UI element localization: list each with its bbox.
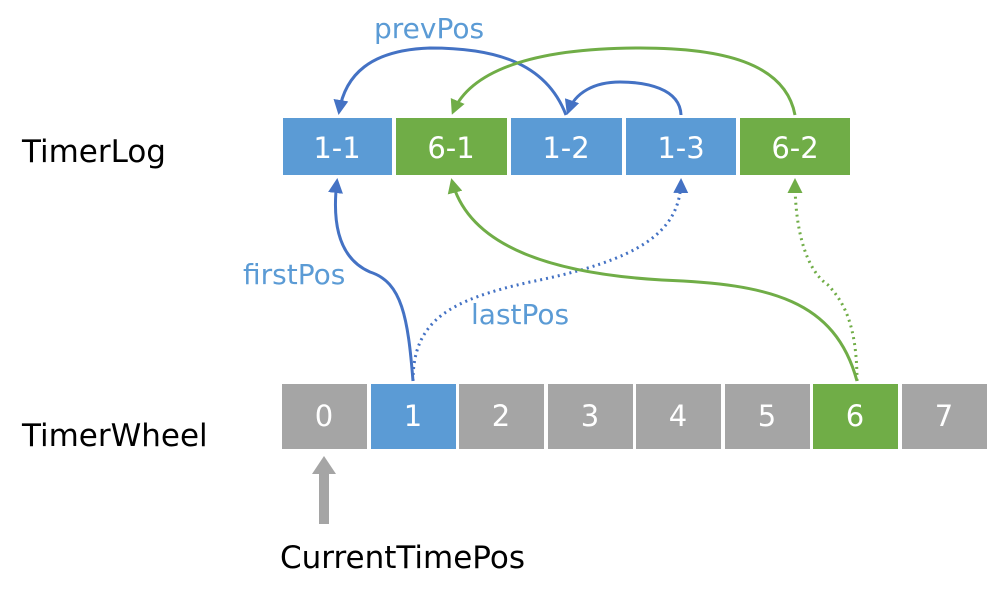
current-time-pos-label: CurrentTimePos: [280, 540, 525, 576]
wheel-slot-0: 0: [315, 399, 333, 433]
wheel-slot-0-bg: [280, 382, 369, 451]
first-pos-label: firstPos: [243, 258, 345, 291]
last-pos-label: lastPos: [471, 298, 569, 331]
wheel-slot-1-bg: [369, 382, 458, 451]
log-cell-1-1: 1-1: [313, 131, 360, 165]
log-cell-6-2-bg: [738, 116, 852, 177]
wheel-slot-1: 1: [404, 399, 422, 433]
prev-pos-arrow-6-2: [450, 46, 797, 116]
timer-log-label: TimerLog: [21, 134, 166, 170]
wheel-slot-7: 7: [935, 399, 953, 433]
log-cell-6-1-bg: [394, 116, 509, 177]
log-cell-1-3-bg: [624, 116, 738, 177]
wheel-slot-6-bg: [811, 382, 900, 451]
wheel-slot-2-bg: [457, 382, 546, 451]
wheel-slot-4-bg: [634, 382, 723, 451]
log-cell-1-1-bg: [281, 116, 394, 177]
wheel-slot-6: 6: [846, 399, 864, 433]
wheel-slot-3-bg: [546, 382, 635, 451]
log-cell-6-2: 6-2: [771, 131, 818, 165]
slot6-last-arrow: [787, 178, 859, 382]
log-cell-1-2-bg: [509, 116, 624, 177]
first-pos-arrow: [328, 178, 415, 382]
log-cell-6-1: 6-1: [427, 131, 474, 165]
timer-wheel-row: 0 1 2 3 4 5 6 7: [280, 382, 989, 451]
wheel-slot-3: 3: [581, 399, 599, 433]
last-pos-arrow: [411, 178, 689, 382]
timer-wheel-label: TimerWheel: [21, 418, 208, 454]
prev-pos-arrow-1-2: [333, 46, 568, 116]
slot6-first-arrow: [447, 178, 859, 382]
timer-log-row: 1-1 6-1 1-2 1-3 6-2: [281, 116, 852, 177]
prev-pos-arrow-1-3: [564, 80, 683, 116]
current-time-pointer-arrow: [312, 456, 336, 524]
wheel-slot-2: 2: [492, 399, 510, 433]
wheel-slot-7-bg: [900, 382, 989, 451]
wheel-slot-5: 5: [758, 399, 776, 433]
log-cell-1-2: 1-2: [542, 131, 589, 165]
wheel-slot-4: 4: [669, 399, 687, 433]
prev-pos-label: prevPos: [374, 12, 484, 45]
log-cell-1-3: 1-3: [657, 131, 704, 165]
